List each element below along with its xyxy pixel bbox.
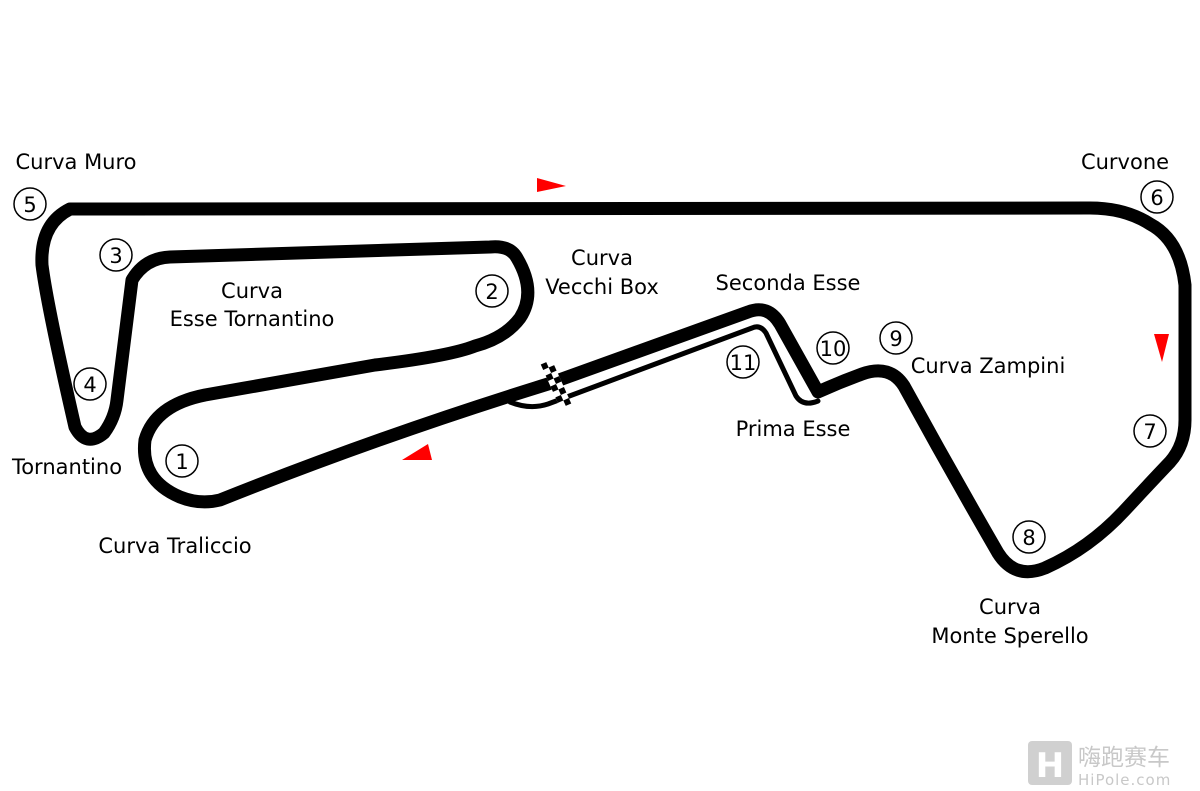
svg-text:6: 6	[1150, 186, 1163, 210]
corner-name-1: Curva Traliccio	[98, 534, 251, 558]
corner-marker-8: 8	[1012, 520, 1046, 554]
corner-name-11: Prima Esse	[736, 417, 851, 441]
corner-name-2-line-2: Vecchi Box	[545, 275, 659, 299]
watermark-logo-glyph: H	[1036, 746, 1064, 786]
corner-name-2-line-1: Curva	[571, 246, 633, 270]
track	[35, 201, 1192, 579]
corner-name-3-line-1: Curva	[221, 279, 283, 303]
svg-text:2: 2	[485, 280, 498, 304]
svg-text:9: 9	[889, 327, 902, 351]
svg-text:1: 1	[175, 450, 188, 474]
direction-arrow-icon	[537, 178, 566, 192]
corner-name-10: Seconda Esse	[716, 271, 861, 295]
svg-text:8: 8	[1022, 526, 1035, 550]
svg-text:10: 10	[820, 337, 847, 361]
corner-marker-10: 10	[816, 331, 850, 365]
watermark-latin: HiPole.com	[1078, 771, 1171, 789]
corner-marker-7: 7	[1133, 414, 1167, 448]
corner-name-8-line-2: Monte Sperello	[931, 624, 1088, 648]
corner-marker-2: 2	[475, 274, 509, 308]
corner-marker-11: 11	[726, 345, 760, 379]
direction-arrow-icon	[402, 444, 432, 460]
corner-marker-6: 6	[1140, 180, 1174, 214]
corner-marker-4: 4	[73, 367, 107, 401]
checkered-flag-icon	[540, 359, 572, 409]
corner-name-9: Curva Zampini	[911, 354, 1066, 378]
svg-text:3: 3	[109, 244, 122, 268]
pit-lane	[507, 324, 821, 410]
watermark-logo-icon	[1028, 741, 1072, 785]
corner-name-3-line-2: Esse Tornantino	[170, 307, 335, 331]
svg-text:4: 4	[83, 373, 96, 397]
corner-marker-1: 1	[165, 444, 199, 478]
corner-name-8-line-1: Curva	[979, 595, 1041, 619]
corner-marker-9: 9	[879, 321, 913, 355]
corner-marker-3: 3	[99, 238, 133, 272]
corner-name-6: Curvone	[1081, 150, 1169, 174]
svg-text:7: 7	[1143, 420, 1156, 444]
corner-marker-5: 5	[13, 187, 47, 221]
svg-text:5: 5	[23, 193, 36, 217]
svg-text:11: 11	[730, 351, 757, 375]
corner-name-5: Curva Muro	[15, 150, 136, 174]
watermark-chinese: 嗨跑赛车	[1078, 745, 1170, 771]
corner-name-4: Tornantino	[11, 455, 122, 479]
direction-arrow-icon	[1154, 334, 1169, 362]
watermark: H 嗨跑赛车 HiPole.com	[1028, 741, 1171, 789]
